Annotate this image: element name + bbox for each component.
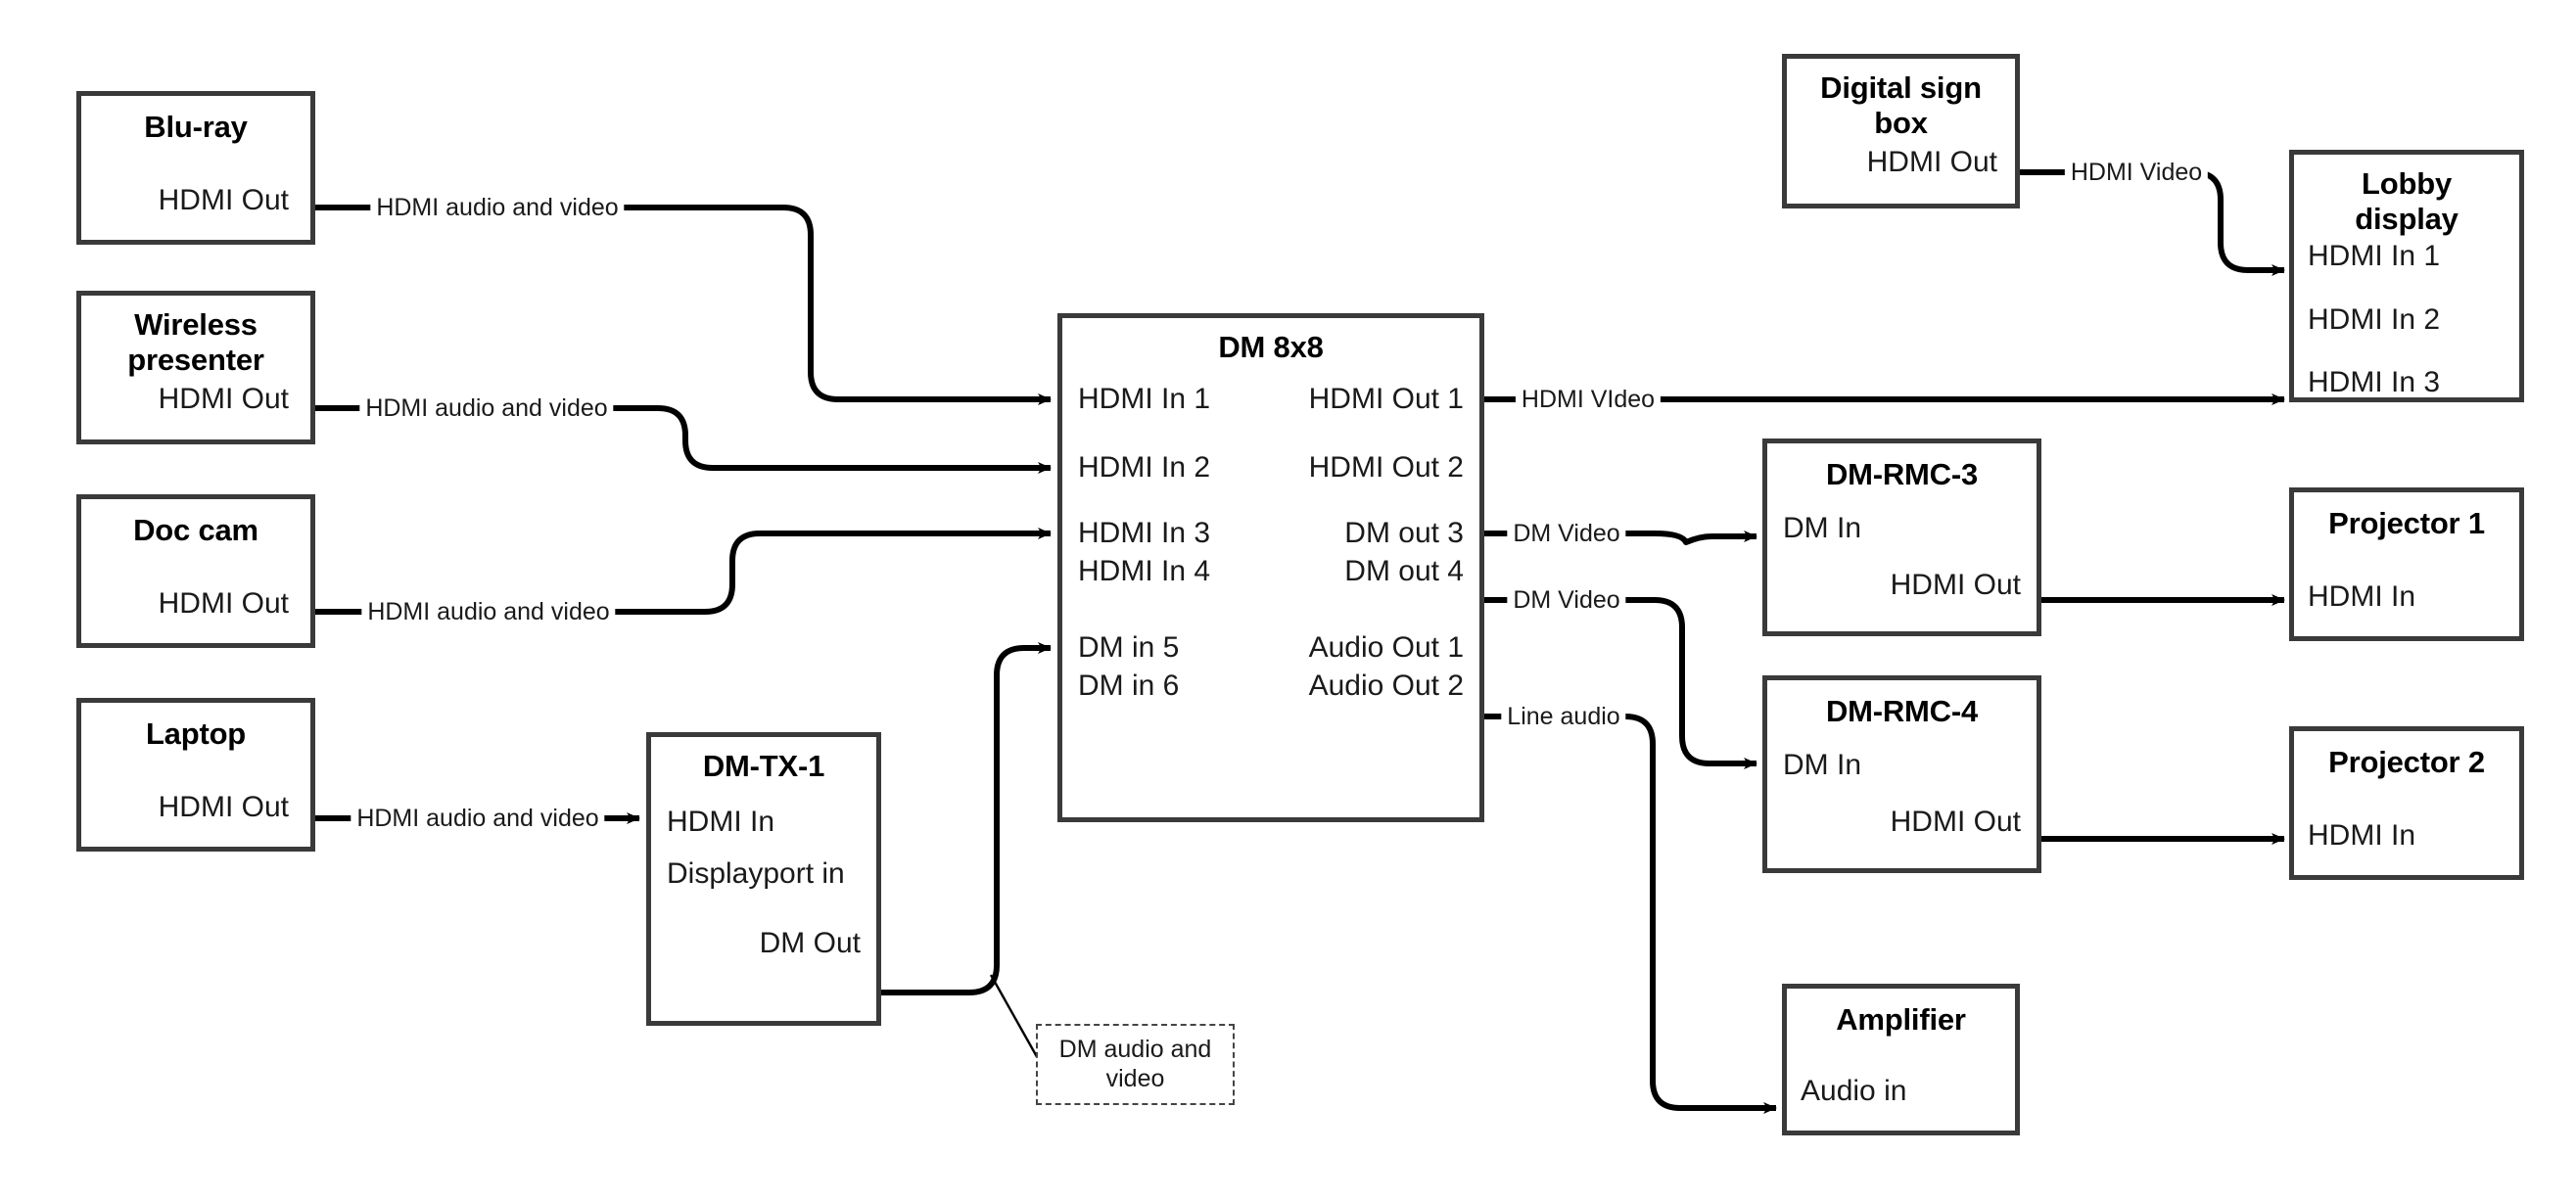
node-dm-rmc-3-title: DM-RMC-3	[1825, 457, 1979, 491]
node-dm-8x8-output-audio-out-2: Audio Out 2	[1308, 670, 1464, 703]
node-dm-rmc-3-port-hdmi-out: HDMI Out	[1890, 569, 2021, 602]
wire-dmtx1-to-dm8x8	[881, 642, 1052, 995]
node-doc-cam[interactable]: Doc cam HDMI Out	[76, 494, 315, 648]
node-amplifier-port-audio-in: Audio in	[1801, 1075, 1907, 1108]
node-dm-8x8-output-audio-out-1: Audio Out 1	[1308, 631, 1464, 665]
node-lobby-display-title: Lobby display	[2355, 166, 2459, 237]
edge-label-audioout1-to-amplifier: Line audio	[1501, 704, 1626, 729]
note-dm-audio-and-video: DM audio and video	[1036, 1024, 1235, 1105]
node-dm-tx-1-port-displayport-in: Displayport in	[667, 857, 845, 891]
node-laptop[interactable]: Laptop HDMI Out	[76, 698, 315, 852]
edge-label-doccam-to-dm8x8: HDMI audio and video	[361, 599, 616, 624]
node-wireless-presenter-title: Wireless presenter	[127, 307, 264, 378]
node-wireless-presenter-port-hdmi-out: HDMI Out	[158, 382, 289, 415]
node-dm-8x8-output-hdmi-out-2: HDMI Out 2	[1308, 451, 1464, 485]
wire-sign-to-lobby	[2020, 169, 2285, 276]
node-projector-2-port-hdmi-in: HDMI In	[2308, 819, 2416, 853]
node-dm-8x8-input-hdmi-in-4: HDMI In 4	[1078, 555, 1211, 588]
node-laptop-title: Laptop	[145, 716, 247, 751]
wire-audioout1-to-amplifier	[1484, 714, 1777, 1114]
node-doc-cam-title: Doc cam	[133, 513, 258, 547]
node-amplifier-title: Amplifier	[1836, 1002, 1966, 1037]
node-digital-sign-box-port-hdmi-out: HDMI Out	[1866, 145, 1997, 178]
edge-label-bluray-to-dm8x8: HDMI audio and video	[370, 195, 625, 220]
node-projector-2-title: Projector 2	[2328, 745, 2485, 779]
edge-label-wireless-to-dm8x8: HDMI audio and video	[359, 395, 614, 421]
edge-label-sign-to-lobby: HDMI Video	[2064, 160, 2209, 185]
node-projector-1[interactable]: Projector 1 HDMI In	[2289, 487, 2524, 641]
node-dm-tx-1-title: DM-TX-1	[702, 749, 825, 783]
wire-dmout4-to-rmc4	[1484, 597, 1757, 769]
node-dm-rmc-4[interactable]: DM-RMC-4 DM In HDMI Out	[1762, 675, 2041, 873]
node-laptop-port-hdmi-out: HDMI Out	[158, 791, 289, 824]
node-digital-sign-box[interactable]: Digital sign box HDMI Out	[1782, 54, 2020, 208]
wire-bluray-to-dm8x8	[315, 205, 1052, 405]
node-wireless-presenter[interactable]: Wireless presenter HDMI Out	[76, 291, 315, 444]
node-lobby-display-port-hdmi-in-3: HDMI In 3	[2308, 365, 2441, 398]
node-dm-rmc-3-port-dm-in: DM In	[1783, 512, 1862, 545]
node-dm-rmc-4-port-hdmi-out: HDMI Out	[1890, 806, 2021, 839]
node-dm-rmc-4-title: DM-RMC-4	[1825, 694, 1979, 728]
node-doc-cam-port-hdmi-out: HDMI Out	[158, 587, 289, 621]
node-dm-8x8-input-hdmi-in-2: HDMI In 2	[1078, 451, 1211, 485]
node-digital-sign-box-title: Digital sign box	[1820, 70, 1982, 141]
node-dm-8x8-title: DM 8x8	[1218, 330, 1324, 364]
node-lobby-display[interactable]: Lobby display HDMI In 1 HDMI In 2 HDMI I…	[2289, 150, 2524, 402]
node-dm-8x8-input-dm-in-6: DM in 6	[1078, 670, 1180, 703]
node-dm-8x8-output-dm-out-3: DM out 3	[1344, 517, 1464, 550]
node-dm-8x8-input-hdmi-in-3: HDMI In 3	[1078, 517, 1211, 550]
node-dm-8x8-output-hdmi-out-1: HDMI Out 1	[1308, 383, 1464, 416]
node-dm-8x8-output-dm-out-4: DM out 4	[1344, 555, 1464, 588]
node-dm-tx-1[interactable]: DM-TX-1 HDMI In Displayport in DM Out	[646, 732, 881, 1026]
edge-label-laptop-to-dmtx1: HDMI audio and video	[351, 806, 605, 831]
node-dm-rmc-3[interactable]: DM-RMC-3 DM In HDMI Out	[1762, 439, 2041, 636]
node-dm-tx-1-port-hdmi-in: HDMI In	[667, 806, 775, 839]
edge-label-dmout3-to-rmc3: DM Video	[1507, 521, 1626, 546]
node-dm-8x8-input-hdmi-in-1: HDMI In 1	[1078, 383, 1211, 416]
node-dm-rmc-4-port-dm-in: DM In	[1783, 749, 1862, 782]
leader-line-dm-note	[989, 974, 1042, 1063]
node-dm-8x8-input-dm-in-5: DM in 5	[1078, 631, 1180, 665]
edge-label-hdmiout1-to-lobby: HDMI VIdeo	[1515, 387, 1662, 412]
node-amplifier[interactable]: Amplifier Audio in	[1782, 984, 2020, 1135]
node-dm-8x8[interactable]: DM 8x8 HDMI In 1 HDMI In 2 HDMI In 3 HDM…	[1057, 313, 1484, 822]
node-dm-tx-1-port-dm-out: DM Out	[759, 927, 861, 960]
node-projector-1-port-hdmi-in: HDMI In	[2308, 580, 2416, 614]
node-projector-1-title: Projector 1	[2328, 506, 2485, 540]
note-dm-audio-and-video-text: DM audio and video	[1058, 1036, 1212, 1092]
edge-label-dmout4-to-rmc4: DM Video	[1507, 587, 1626, 613]
node-bluray[interactable]: Blu-ray HDMI Out	[76, 91, 315, 245]
node-lobby-display-port-hdmi-in-2: HDMI In 2	[2308, 302, 2441, 336]
node-projector-2[interactable]: Projector 2 HDMI In	[2289, 726, 2524, 880]
node-bluray-port-hdmi-out: HDMI Out	[158, 184, 289, 217]
node-bluray-title: Blu-ray	[144, 110, 248, 144]
node-lobby-display-port-hdmi-in-1: HDMI In 1	[2308, 239, 2441, 272]
